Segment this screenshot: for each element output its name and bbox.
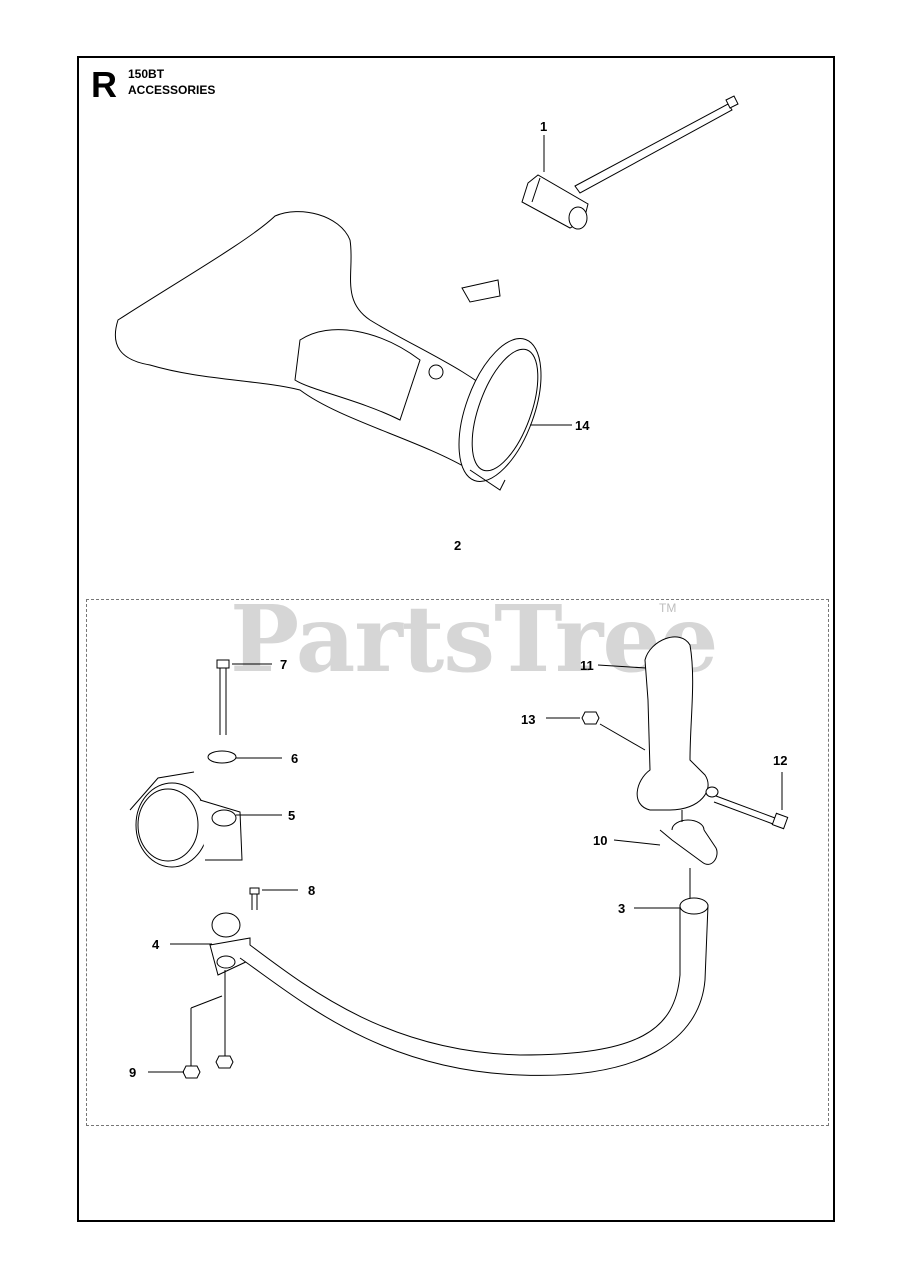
yoke-part [209, 912, 251, 976]
model-label: 150BT [128, 67, 165, 81]
callout-1: 1 [540, 119, 548, 134]
nozzle-part [114, 211, 542, 491]
callout-4: 4 [152, 937, 160, 952]
watermark: PartsTree [230, 585, 718, 693]
callout-7: 7 [280, 657, 288, 672]
callout-9: 9 [129, 1065, 137, 1080]
nut-part [182, 970, 234, 1079]
section-letter: R [91, 64, 117, 105]
callout-5: 5 [288, 808, 296, 823]
washer-part [207, 750, 237, 764]
callout-3: 3 [618, 901, 626, 916]
callout-13: 13 [521, 712, 536, 727]
callout-8: 8 [308, 883, 316, 898]
page-frame [77, 56, 835, 1222]
callout-2: 2 [454, 538, 462, 553]
grip-part [636, 636, 719, 811]
callout-6: 6 [291, 751, 299, 766]
t-wrench-part [521, 95, 739, 230]
callout-10: 10 [593, 833, 608, 848]
loop-handle-part [239, 904, 709, 1076]
callout-14: 14 [575, 418, 590, 433]
long-screw-part [713, 795, 789, 830]
bolt-part [216, 659, 230, 735]
section-title: ACCESSORIES [128, 83, 216, 97]
callout-12: 12 [773, 753, 788, 768]
handle-kit-group-box [86, 599, 829, 1126]
bracket-part [659, 819, 718, 865]
clamp-part [129, 771, 243, 868]
callout-11: 11 [580, 658, 594, 673]
trademark-mark: TM [659, 601, 677, 615]
screw-part [249, 887, 260, 910]
